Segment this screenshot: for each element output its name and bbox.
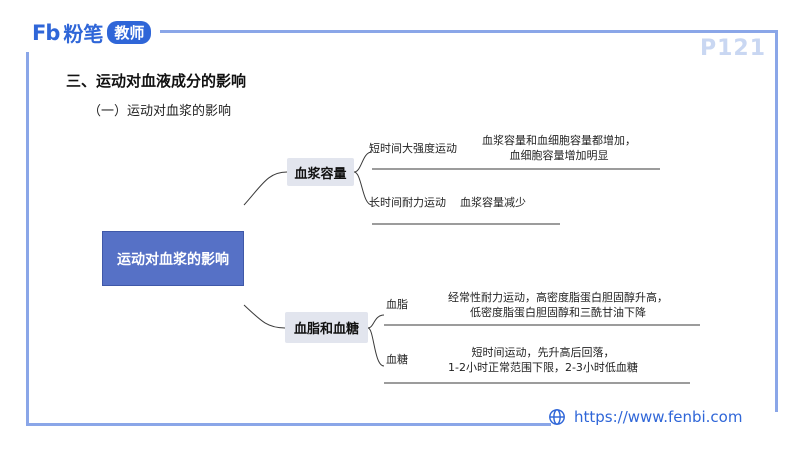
connector-branch1-item1 [353,151,373,173]
desc-line: 血浆容量和血细胞容量都增加， [482,134,636,147]
desc-line: 低密度脂蛋白胆固醇和三酰甘油下降 [470,306,646,319]
connector-root-branch1 [243,171,288,206]
desc-line: 1-2小时正常范围下限，2-3小时低血糖 [448,361,638,374]
leaf-blood-lipid-label: 血脂 [386,298,408,311]
leaf-endurance-label: 长时间耐力运动 [369,196,446,209]
footer-url-text[interactable]: https://www.fenbi.com [574,408,743,426]
logo-badge: 教师 [107,21,152,44]
connector-branch1-item2 [353,171,373,206]
leaf-short-intense-label: 短时间大强度运动 [369,142,457,155]
leaf-short-intense-desc: 血浆容量和血细胞容量都增加， 血细胞容量增加明显 [482,133,636,163]
section-title: 三、运动对血液成分的影响 [66,72,247,90]
frame-border-left [26,52,29,424]
mindmap-root-node: 运动对血浆的影响 [102,231,244,286]
logo-name: 粉笔 [63,22,104,46]
footer-url[interactable]: https://www.fenbi.com [548,408,742,426]
sub-title: （一）运动对血浆的影响 [88,104,232,119]
frame-border-top [160,30,775,33]
mindmap-branch-plasma-volume: 血浆容量 [287,158,354,186]
page-number: P121 [700,36,767,61]
connector-branch2-item1 [367,314,385,329]
connector-branch2-item2 [367,327,385,367]
mindmap-branch-lipid-sugar: 血脂和血糖 [285,312,368,343]
leaf-blood-sugar-label: 血糖 [386,353,408,366]
leaf-blood-sugar-desc: 短时间运动，先升高后回落， 1-2小时正常范围下限，2-3小时低血糖 [448,345,638,375]
desc-line: 经常性耐力运动，高密度脂蛋白胆固醇升高， [448,291,668,304]
leaf-endurance-desc: 血浆容量减少 [460,195,526,210]
leaf-blood-lipid-desc: 经常性耐力运动，高密度脂蛋白胆固醇升高， 低密度脂蛋白胆固醇和三酰甘油下降 [448,290,668,320]
desc-line: 血细胞容量增加明显 [509,149,609,162]
frame-border-bottom [26,423,551,426]
frame-border-right [775,30,778,412]
fenbi-logo: Fb 粉笔 教师 [32,18,152,47]
globe-icon [549,409,565,425]
logo-mark: Fb [32,20,60,45]
desc-line: 短时间运动，先升高后回落， [471,346,615,359]
connector-root-branch2 [243,304,286,329]
desc-line: 血浆容量减少 [460,196,526,209]
